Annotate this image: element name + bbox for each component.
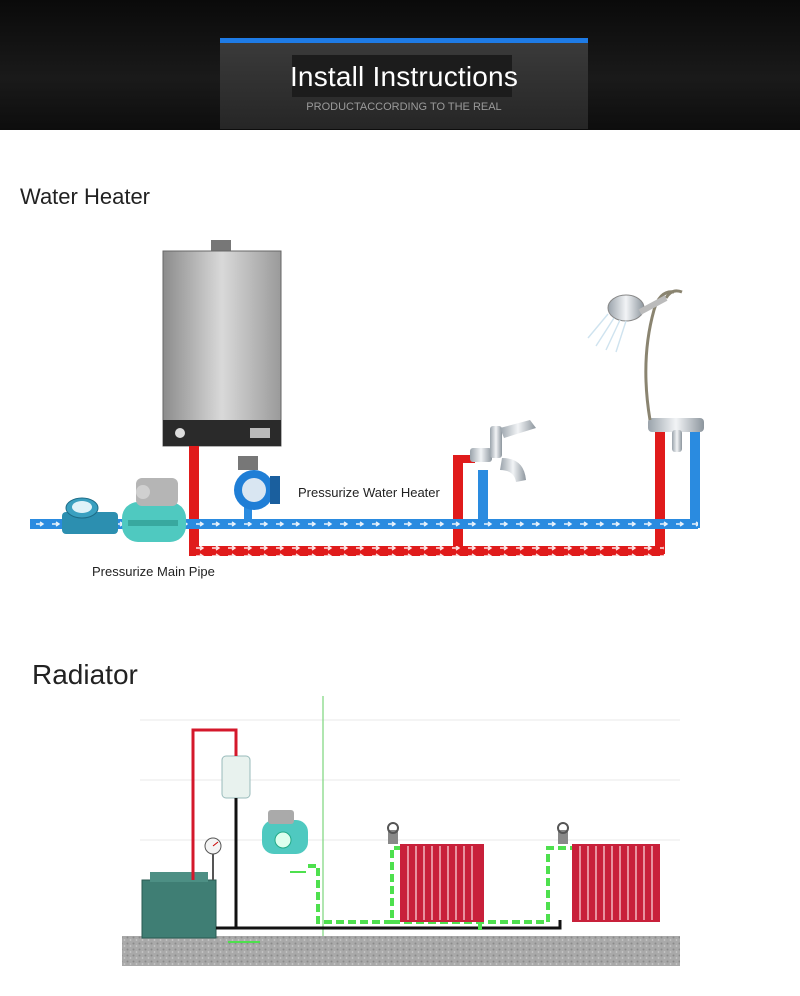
main-pipe-pump bbox=[122, 478, 186, 542]
pressure-gauge bbox=[204, 837, 222, 880]
pressurize-main-pipe-label: Pressurize Main Pipe bbox=[92, 564, 215, 579]
radiator-title: Radiator bbox=[32, 659, 138, 690]
boiler bbox=[141, 872, 217, 939]
radiator-diagram bbox=[122, 696, 680, 966]
expansion-tank bbox=[221, 755, 251, 799]
water-heater-pump bbox=[234, 456, 280, 510]
header-title-box bbox=[292, 55, 512, 97]
water-meter bbox=[62, 497, 118, 534]
header-banner: Install Instructions PRODUCTACCORDING TO… bbox=[0, 0, 800, 130]
hot-water-pipe bbox=[189, 428, 665, 556]
shower-mixer bbox=[644, 289, 704, 452]
shower-head bbox=[587, 294, 668, 353]
radiator-2 bbox=[557, 822, 660, 922]
page-title: Install Instructions bbox=[289, 61, 519, 92]
water-heater-unit bbox=[162, 240, 282, 447]
radiator-1 bbox=[387, 822, 484, 922]
page-subtitle: PRODUCTACCORDING TO THE REAL bbox=[306, 101, 502, 113]
circulation-pump bbox=[262, 810, 308, 854]
header-panel: Install Instructions PRODUCTACCORDING TO… bbox=[220, 38, 588, 129]
water-heater-title: Water Heater bbox=[20, 184, 151, 209]
pressurize-water-heater-label: Pressurize Water Heater bbox=[298, 485, 440, 500]
faucet bbox=[470, 420, 536, 482]
floor bbox=[122, 936, 680, 966]
